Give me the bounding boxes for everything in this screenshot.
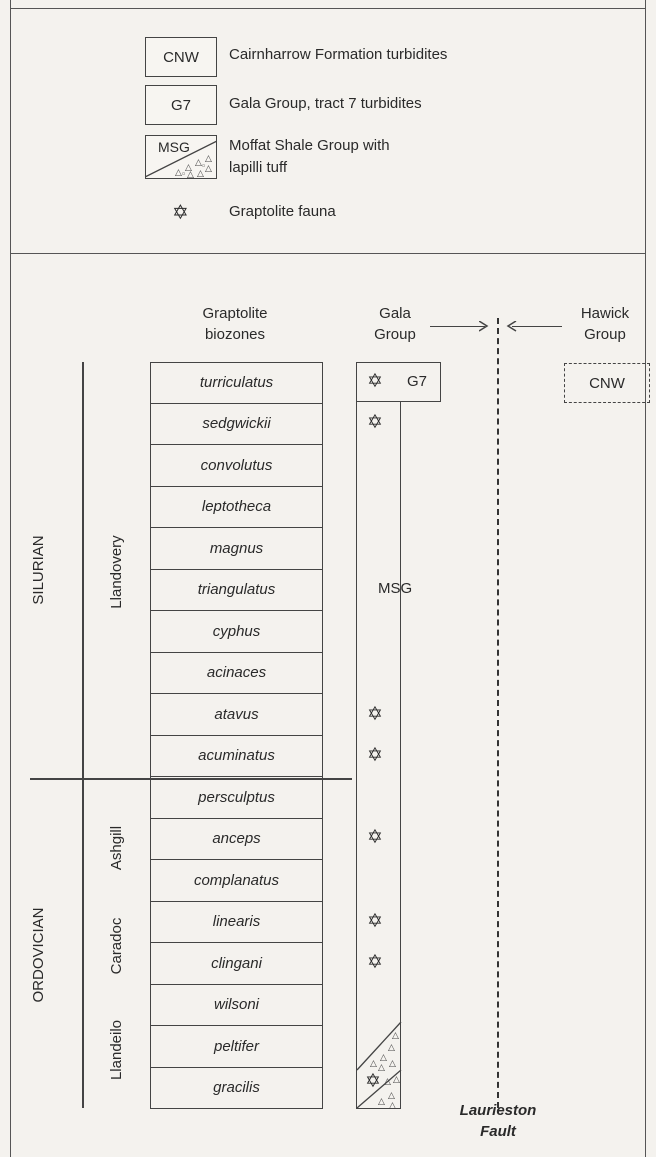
graptolite-star-icon: ✡ [365,1071,381,1092]
series-llandeilo: Llandeilo [108,1019,125,1081]
laurieston-fault-label: Laurieston Fault [459,1102,537,1140]
svg-text:△: △ [195,158,202,168]
svg-text:△: △ [370,1059,377,1069]
graptolite-star-icon: ✡ [367,412,383,433]
legend-fauna-label: Graptolite fauna [229,203,336,220]
gala-group-header: Gala Group [374,305,416,343]
svg-text:△: △ [392,1031,399,1041]
biozone-cell: clingani [150,943,323,985]
svg-text:◦: ◦ [201,162,206,172]
biozone-cell: magnus [150,528,323,570]
legend-cnw-box: CNW [145,37,217,77]
series-rule [82,362,84,1108]
graptolite-star-icon: ✡ [367,371,383,392]
biozones-header: Graptolite biozones [202,305,268,343]
svg-text:△: △ [205,164,212,174]
biozone-cell: linearis [150,901,323,943]
graptolite-star-icon: ✡ [367,745,383,766]
hawick-group-header: Hawick Group [580,305,630,343]
biozone-cell: anceps [150,818,323,860]
svg-text:△: △ [389,1059,396,1069]
svg-text:◦: ◦ [181,170,186,179]
gala-arrow [430,326,485,327]
legend-msg-box: MSG △△△ △△△ △◦◦ [145,135,217,179]
biozone-cell: persculptus [150,777,323,819]
figure-frame [10,0,646,1157]
svg-text:△: △ [380,1053,387,1063]
biozone-cell: peltifer [150,1026,323,1068]
graptolite-star-icon: ✡ [172,202,189,224]
svg-text:△: △ [185,163,192,173]
lapilli-tuff-pattern-icon: △△△ △△△ △△△ △△ [356,1021,402,1110]
biozone-cell: cyphus [150,611,323,653]
legend-divider [10,253,646,254]
legend-g7-box: G7 [145,85,217,125]
legend-msg-label: Moffat Shale Group with lapilli tuff [229,137,390,176]
biozone-cell: triangulatus [150,569,323,611]
arrow-right-icon [479,321,489,332]
legend-g7-code: G7 [170,96,191,114]
biozone-cell: gracilis [150,1067,323,1109]
svg-text:△: △ [384,1077,391,1087]
series-caradoc: Caradoc [108,917,125,975]
graptolite-star-icon: ✡ [367,827,383,848]
svg-text:△: △ [378,1063,385,1073]
hawick-arrow [512,326,562,327]
graptolite-star-icon: ✡ [367,952,383,973]
g7-unit-box: ✡ G7 [356,362,441,402]
svg-text:△: △ [175,168,182,178]
biozone-cell: acinaces [150,652,323,694]
frame-top-border [10,8,646,9]
system-silurian: SILURIAN [30,535,47,605]
svg-text:△: △ [378,1097,385,1107]
legend-cnw-label: Cairnharrow Formation turbidites [229,46,448,63]
legend-g7-label: Gala Group, tract 7 turbidites [229,95,422,112]
svg-text:△: △ [388,1091,395,1101]
biozone-cell: convolutus [150,445,323,487]
hawick-cnw-label: CNW [589,374,625,392]
biozone-cell: leptotheca [150,486,323,528]
g7-unit-label: G7 [407,373,428,390]
system-boundary [30,778,352,780]
arrow-left-icon [506,321,517,332]
series-llandovery: Llandovery [108,535,125,609]
svg-text:△: △ [393,1075,400,1085]
msg-unit-column [356,402,401,1109]
biozone-cell: complanatus [150,860,323,902]
laurieston-fault-line [497,318,499,1108]
svg-text:△: △ [388,1043,395,1053]
hawick-cnw-box: CNW [564,363,650,403]
legend-msg-code: MSG [158,139,190,155]
biozone-column: turriculatus sedgwickii convolutus lepto… [150,362,323,1109]
svg-text:△: △ [187,170,194,179]
biozone-cell: atavus [150,694,323,736]
biozone-cell: sedgwickii [150,403,323,445]
svg-text:△: △ [197,169,204,179]
legend-cnw-code: CNW [163,48,199,66]
system-ordovician: ORDOVICIAN [30,907,47,1003]
svg-text:△: △ [389,1101,396,1110]
series-ashgill: Ashgill [108,825,125,871]
graptolite-star-icon: ✡ [367,704,383,725]
graptolite-star-icon: ✡ [367,911,383,932]
msg-unit-label: MSG [378,580,413,597]
lapilli-tuff-pattern-icon: △△△ △△△ △◦◦ [146,140,216,179]
biozone-cell: wilsoni [150,984,323,1026]
biozone-cell: turriculatus [150,362,323,404]
svg-text:△: △ [205,154,212,164]
biozone-cell: acuminatus [150,735,323,777]
